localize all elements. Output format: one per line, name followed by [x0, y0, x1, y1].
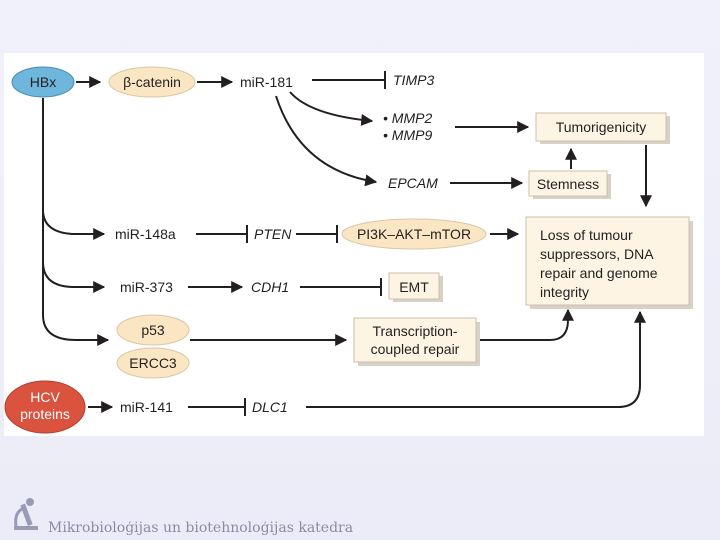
epcam-label: EPCAM: [388, 175, 438, 191]
tumorigenicity-label: Tumorigenicity: [556, 119, 647, 135]
mir141-label: miR-141: [120, 399, 173, 415]
node-emt: EMT: [388, 272, 443, 302]
stemness-label: Stemness: [537, 176, 599, 192]
edge-tcr-loss: [478, 308, 574, 341]
hbx-label: HBx: [30, 74, 56, 90]
mmp9-label: • MMP9: [383, 127, 432, 143]
cdh1-label: CDH1: [251, 279, 289, 295]
tcr-line1: Transcription-: [372, 323, 457, 339]
loss-line1: Loss of tumour: [540, 227, 633, 243]
mir148a-label: miR-148a: [115, 226, 176, 242]
node-tumorigenicity: Tumorigenicity: [535, 112, 670, 144]
tcr-line2: coupled repair: [371, 341, 460, 357]
pten-label: PTEN: [254, 226, 292, 242]
loss-line3: repair and genome: [540, 265, 658, 281]
pi3k-label: PI3K–AKT–mTOR: [357, 226, 471, 242]
node-p53-ercc3: p53 ERCC3: [116, 314, 190, 379]
beta-catenin-label: β-catenin: [123, 74, 181, 90]
edge-mir181-epcam: [275, 95, 378, 187]
edge-mir181-mmp: [289, 91, 374, 126]
node-pi3k: PI3K–AKT–mTOR: [341, 218, 487, 250]
mir181-label: miR-181: [240, 74, 293, 90]
edges: [42, 71, 652, 416]
loss-line4: integrity: [540, 284, 589, 300]
mmp2-label: • MMP2: [383, 110, 432, 126]
node-stemness: Stemness: [528, 170, 611, 199]
node-transcription-coupled-repair: Transcription- coupled repair: [353, 317, 480, 366]
emt-label: EMT: [399, 279, 429, 295]
timp3-label: TIMP3: [393, 72, 434, 88]
ercc3-label: ERCC3: [129, 355, 177, 371]
edge-hbx-p53: [42, 262, 110, 346]
mir373-label: miR-373: [120, 279, 173, 295]
node-hbx: HBx: [11, 66, 75, 98]
p53-label: p53: [141, 322, 165, 338]
footer-department: Mikrobioloģijas un biotehnoloģijas kated…: [48, 520, 353, 536]
edge-dlc1-loss: [306, 310, 646, 408]
node-hcv-proteins: HCV proteins: [4, 380, 86, 434]
hcv-line2: proteins: [20, 406, 70, 422]
node-loss: Loss of tumour suppressors, DNA repair a…: [525, 216, 693, 309]
dlc1-label: DLC1: [252, 399, 288, 415]
microscope-icon: [14, 498, 38, 530]
hcv-line1: HCV: [30, 389, 60, 405]
node-beta-catenin: β-catenin: [108, 66, 196, 98]
loss-line2: suppressors, DNA: [540, 246, 654, 262]
